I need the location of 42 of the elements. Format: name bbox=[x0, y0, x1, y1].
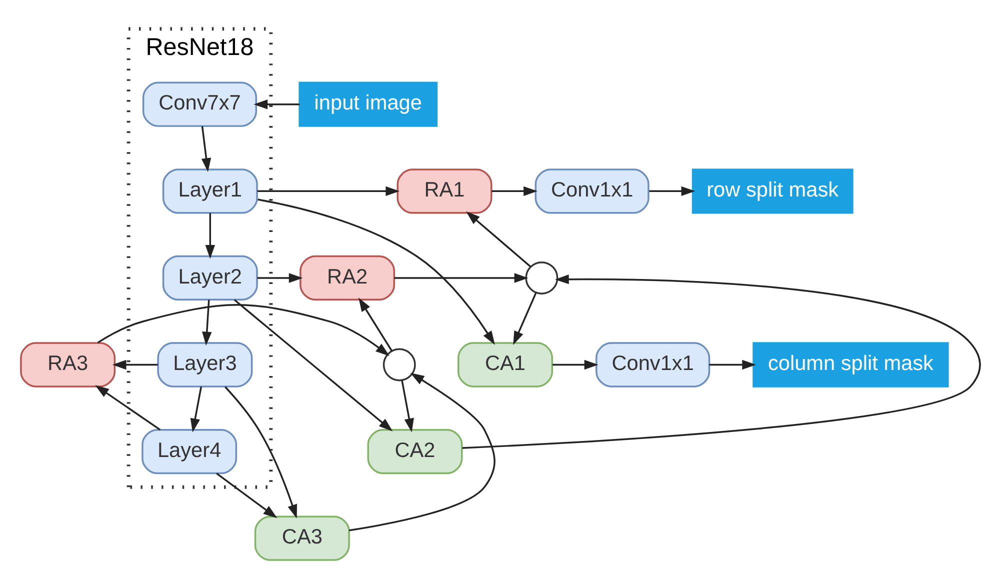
arrow bbox=[348, 372, 495, 532]
node-box: Layer4 bbox=[141, 428, 237, 474]
node-box: Conv1x1 bbox=[595, 342, 710, 388]
node-box: Conv1x1 bbox=[534, 168, 649, 214]
node-box: Layer1 bbox=[162, 168, 258, 214]
arrow bbox=[202, 300, 212, 346]
arrow bbox=[233, 299, 392, 432]
arrow bbox=[512, 292, 536, 346]
node-circle bbox=[382, 348, 416, 382]
node-box: Layer3 bbox=[156, 342, 252, 388]
arrow bbox=[200, 126, 211, 172]
arrow bbox=[94, 385, 160, 431]
arrow bbox=[112, 360, 158, 370]
arrow bbox=[253, 100, 300, 110]
arrow bbox=[256, 273, 302, 283]
arrow bbox=[224, 386, 297, 518]
arrow bbox=[358, 298, 392, 352]
arrow bbox=[648, 186, 695, 196]
arrow bbox=[204, 213, 215, 259]
node-box: CA1 bbox=[457, 342, 552, 388]
arrow bbox=[96, 304, 389, 356]
arrow bbox=[400, 380, 414, 432]
arrow bbox=[708, 360, 756, 370]
node-box: column split mask bbox=[752, 342, 948, 388]
node-box: RA2 bbox=[299, 255, 395, 301]
arrow bbox=[466, 211, 530, 268]
node-box: Conv7x7 bbox=[142, 82, 257, 127]
node-circle bbox=[524, 261, 558, 294]
arrow bbox=[462, 274, 980, 449]
node-box: Layer2 bbox=[162, 255, 258, 301]
arrow bbox=[491, 186, 537, 196]
node-box: CA3 bbox=[254, 516, 350, 561]
node-box: RA1 bbox=[396, 168, 492, 214]
arrow bbox=[257, 198, 494, 345]
arrow bbox=[256, 186, 400, 196]
arrow bbox=[552, 360, 598, 370]
node-box: row split mask bbox=[691, 168, 853, 214]
arrow bbox=[394, 273, 528, 283]
arrow bbox=[190, 386, 202, 432]
node-box: input image bbox=[298, 82, 438, 127]
node-box: RA3 bbox=[20, 342, 116, 388]
node-box: CA2 bbox=[366, 428, 462, 474]
